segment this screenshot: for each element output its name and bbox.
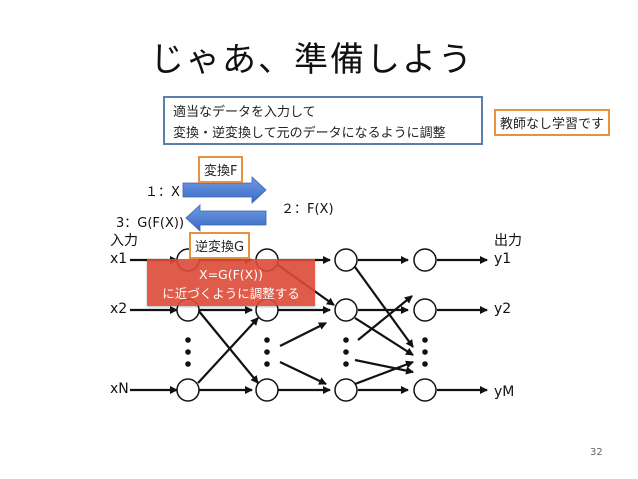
unsupervised-badge: 教師なし学習です: [494, 109, 611, 136]
node: [334, 248, 358, 272]
slide-title: じゃあ、準備しよう: [150, 40, 474, 80]
page-number: 32: [590, 447, 603, 458]
instruction-line-2: 変換・逆変換して元のデータになるように調整: [173, 126, 446, 141]
forward-arrow: [182, 176, 267, 204]
node: [413, 378, 437, 402]
step-3-label: 3：G(F(X)): [116, 216, 185, 231]
step-1-label: １：X: [145, 185, 180, 200]
step-2-label: ２：F(X): [281, 202, 334, 217]
output-header: 出力: [494, 233, 522, 249]
output-y1: y1: [494, 251, 512, 267]
node: [176, 378, 200, 402]
node: [255, 378, 279, 402]
node: [334, 378, 358, 402]
node: [413, 298, 437, 322]
node: [413, 248, 437, 272]
instruction-line-1: 適当なデータを入力して: [173, 105, 316, 120]
output-y2: y2: [494, 301, 512, 317]
input-x1: x1: [110, 251, 128, 267]
transform-f-label: 変換F: [198, 156, 244, 183]
backward-arrow: [185, 204, 267, 232]
callout-line-2: に近づくように調整する: [162, 286, 300, 301]
input-xN: xN: [110, 381, 129, 397]
instruction-box: [163, 96, 483, 145]
input-header: 入力: [110, 233, 138, 249]
output-yM: yM: [494, 384, 515, 400]
input-x2: x2: [110, 301, 128, 317]
node: [334, 298, 358, 322]
adjust-callout: X=G(F(X)) に近づくように調整する: [147, 259, 315, 306]
inverse-g-label: 逆変換G: [189, 232, 251, 259]
callout-line-1: X=G(F(X)): [199, 267, 263, 282]
